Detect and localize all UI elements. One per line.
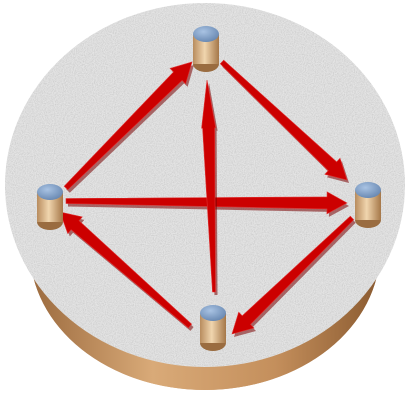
peg-top — [193, 26, 219, 72]
peg-bottom — [200, 305, 226, 351]
peg-cap — [37, 184, 63, 200]
peg-cap — [200, 305, 226, 321]
peg-left — [37, 184, 63, 230]
peg-cap — [193, 26, 219, 42]
peg-cap — [355, 182, 381, 198]
peg-right — [355, 182, 381, 228]
